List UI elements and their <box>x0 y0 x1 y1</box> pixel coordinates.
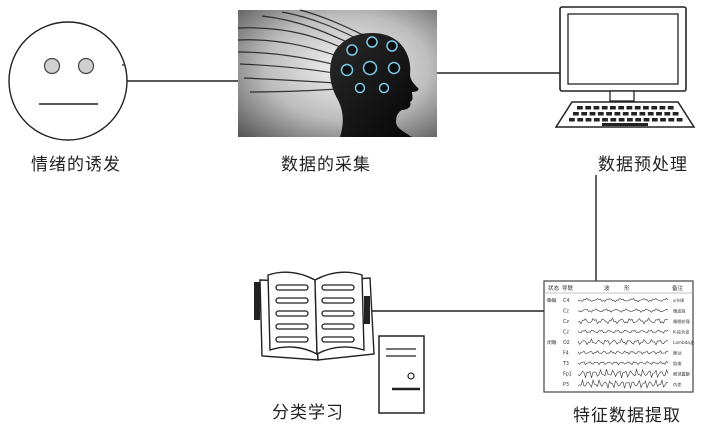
keyboard-key <box>635 118 642 122</box>
keyboard-key <box>597 112 604 116</box>
eeg-waveform <box>577 297 669 303</box>
eeg-row-lead: P3 <box>563 382 569 388</box>
eeg-waveform <box>577 350 669 355</box>
eeg-row-note: 伪差 <box>673 381 681 388</box>
eeg-row-lead: Cz <box>563 330 569 336</box>
label-data-collection: 数据的采集 <box>281 155 371 175</box>
keyboard-key <box>627 118 633 122</box>
eeg-row-state: 睁眼 <box>547 297 557 304</box>
eeg-row-lead: Cz <box>563 319 569 325</box>
eeg-row-note: Lambda波 <box>673 339 695 346</box>
open-book-icon <box>254 271 375 361</box>
eeg-row-note: 眼动 <box>673 350 681 357</box>
keyboard-key <box>676 118 683 122</box>
keyboard-key <box>660 118 666 122</box>
eeg-header-cell: 形 <box>624 284 630 292</box>
eeg-row-state: 闭眼 <box>547 339 557 346</box>
keyboard-key <box>573 112 579 116</box>
keyboard-key <box>626 106 633 110</box>
keyboard-key <box>585 118 592 122</box>
keyboard-key <box>614 112 621 116</box>
eeg-header-cell: 状态 <box>548 284 560 292</box>
keyboard-key <box>667 106 674 110</box>
smiley-face-icon <box>8 21 128 141</box>
eeg-waveform <box>577 368 669 379</box>
eeg-waveform <box>577 308 669 313</box>
keyboard-key <box>659 106 666 110</box>
keyboard-key <box>593 118 600 122</box>
connector-lines <box>127 72 597 312</box>
eeg-row-note: α节律 <box>673 297 684 304</box>
keyboard-key <box>622 112 629 116</box>
keyboard-key <box>585 106 592 110</box>
keyboard-key <box>577 106 583 110</box>
eeg-waveform <box>577 378 669 390</box>
keyboard-key <box>664 112 671 116</box>
keyboard-spacebar <box>602 123 648 126</box>
eeg-row-note: 睡眠纺锤 <box>673 318 690 325</box>
keyboard-key <box>581 112 588 116</box>
eeg-row-note: 眼球震颤 <box>673 371 691 378</box>
eeg-row-note: 慢波段 <box>673 308 686 315</box>
eeg-waveform <box>577 338 669 346</box>
keyboard-key <box>651 106 658 110</box>
eeg-row-note: K-综合波 <box>673 329 690 336</box>
keyboard-key <box>634 106 641 110</box>
keyboard-key <box>618 106 625 110</box>
label-preprocessing: 数据预处理 <box>598 155 688 175</box>
keyboard-key <box>593 106 600 110</box>
keyboard-key <box>602 118 608 122</box>
eeg-row-lead: Fp1 <box>563 372 572 378</box>
eeg-waveform <box>577 329 669 334</box>
keyboard-key <box>668 118 675 122</box>
eeg-row-note: 肌电 <box>673 360 682 367</box>
eeg-row-lead: C4 <box>563 298 569 304</box>
keyboard-key <box>610 106 616 110</box>
keyboard-key <box>647 112 654 116</box>
keyboard-key <box>601 106 608 110</box>
keyboard-key <box>656 112 662 116</box>
eeg-row-lead: T3 <box>562 361 569 367</box>
keyboard-key <box>631 112 637 116</box>
eeg-waveform <box>577 360 669 366</box>
keyboard-key <box>651 118 658 122</box>
eeg-header-cell: 导联 <box>562 284 574 292</box>
label-feature-extraction: 特征数据提取 <box>573 406 681 426</box>
keyboard-key <box>643 118 650 122</box>
eeg-row-lead: Cz <box>563 309 569 315</box>
keyboard-key <box>672 112 679 116</box>
computer-tower-icon <box>378 335 425 414</box>
eeg-header-cell: 备注 <box>672 284 684 292</box>
eeg-header-cell: 波 <box>604 284 610 292</box>
keyboard-key <box>589 112 596 116</box>
label-classification: 分类学习 <box>272 403 344 423</box>
keyboard-key <box>643 106 649 110</box>
keyboard-keys <box>569 106 683 126</box>
keyboard-key <box>569 118 575 122</box>
keyboard-key <box>639 112 646 116</box>
eeg-head-photo <box>237 9 437 137</box>
eeg-row-lead: F4 <box>563 351 569 357</box>
label-emotion-induction: 情绪的诱发 <box>31 155 121 175</box>
keyboard-key <box>610 118 617 122</box>
eeg-waveform <box>577 317 669 325</box>
keyboard-key <box>577 118 584 122</box>
keyboard-key <box>618 118 625 122</box>
eeg-row-lead: O2 <box>563 340 570 346</box>
keyboard-key <box>606 112 612 116</box>
computer-monitor-icon <box>554 6 696 128</box>
